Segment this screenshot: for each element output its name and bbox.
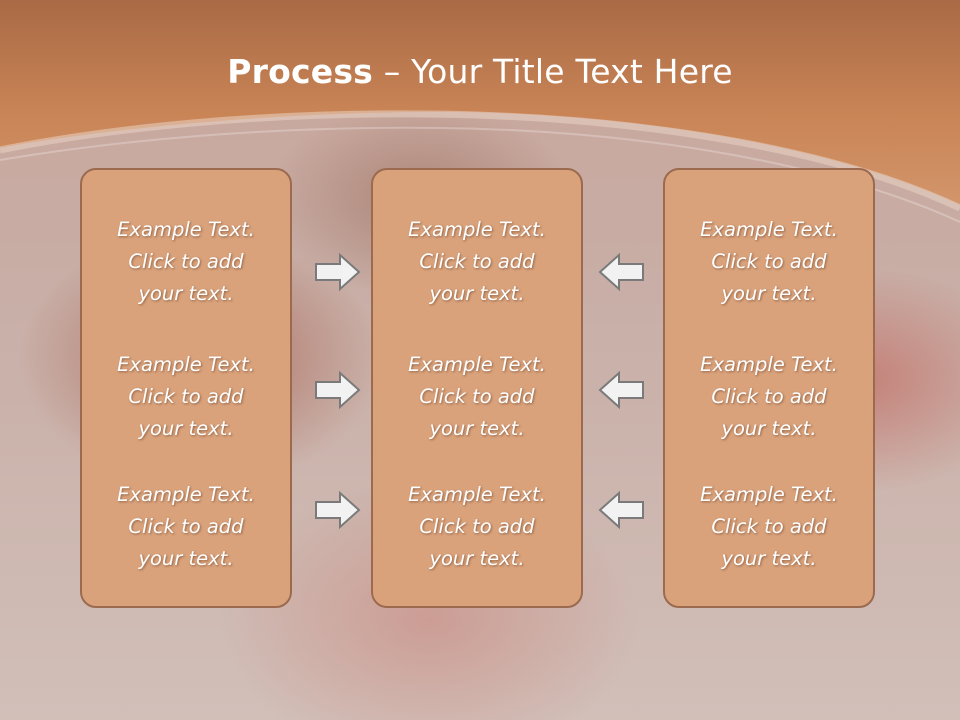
title-rest: – Your Title Text Here [373,52,733,91]
text-block[interactable]: Example Text. Click to add your text. [373,349,581,445]
text-line: Click to add [128,385,244,408]
text-block[interactable]: Example Text. Click to add your text. [82,479,290,575]
text-line: Click to add [419,250,535,273]
arrow-left-icon[interactable] [597,252,645,292]
panel-right[interactable]: Example Text. Click to add your text. Ex… [663,168,875,608]
arrow-left-icon[interactable] [597,370,645,410]
text-line: Click to add [128,515,244,538]
text-line: your text. [721,282,817,305]
text-line: your text. [138,547,234,570]
arrow-right-icon[interactable] [314,252,362,292]
text-block[interactable]: Example Text. Click to add your text. [82,214,290,310]
text-line: Click to add [419,385,535,408]
text-line: Example Text. [408,353,546,376]
text-line: your text. [429,417,525,440]
text-block[interactable]: Example Text. Click to add your text. [82,349,290,445]
text-line: Example Text. [700,483,838,506]
text-line: Click to add [419,515,535,538]
text-line: your text. [429,547,525,570]
text-line: Example Text. [117,483,255,506]
text-line: Example Text. [408,483,546,506]
slide-title[interactable]: Process – Your Title Text Here [0,52,960,91]
text-line: Example Text. [117,218,255,241]
panel-center[interactable]: Example Text. Click to add your text. Ex… [371,168,583,608]
text-line: Click to add [128,250,244,273]
arrow-right-icon[interactable] [314,490,362,530]
text-line: Example Text. [117,353,255,376]
text-line: your text. [429,282,525,305]
text-line: Click to add [711,385,827,408]
title-bold: Process [227,52,374,91]
text-line: Example Text. [408,218,546,241]
text-line: your text. [721,417,817,440]
text-block[interactable]: Example Text. Click to add your text. [373,479,581,575]
text-block[interactable]: Example Text. Click to add your text. [373,214,581,310]
text-line: your text. [138,282,234,305]
arrow-left-icon[interactable] [597,490,645,530]
arrow-right-icon[interactable] [314,370,362,410]
text-line: Example Text. [700,353,838,376]
text-line: Click to add [711,515,827,538]
text-line: Click to add [711,250,827,273]
text-line: your text. [138,417,234,440]
text-block[interactable]: Example Text. Click to add your text. [665,479,873,575]
text-block[interactable]: Example Text. Click to add your text. [665,349,873,445]
text-block[interactable]: Example Text. Click to add your text. [665,214,873,310]
text-line: Example Text. [700,218,838,241]
panel-left[interactable]: Example Text. Click to add your text. Ex… [80,168,292,608]
text-line: your text. [721,547,817,570]
